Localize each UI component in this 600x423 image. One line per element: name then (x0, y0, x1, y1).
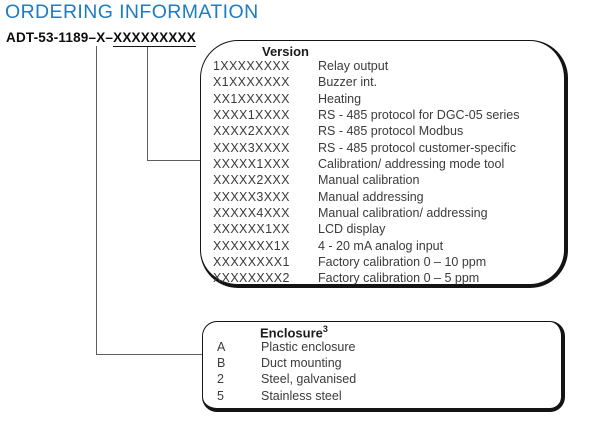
version-row: XXXXXXXX1 Factory calibration 0 – 10 ppm (213, 254, 519, 270)
enclosure-row: B Duct mounting (217, 355, 356, 371)
row-code: 2 (217, 372, 225, 387)
version-row: XXXX1XXXX RS - 485 protocol for DGC-05 se… (213, 107, 519, 123)
version-row: XXXXXXX1X 4 - 20 mA analog input (213, 238, 519, 254)
row-code: XXXXXX1XX (213, 222, 290, 237)
version-row: XX1XXXXXX Heating (213, 91, 519, 107)
row-code: A (217, 340, 226, 354)
row-label: Factory calibration 0 – 5 ppm (318, 271, 480, 286)
row-code: XXXXXXXX2 (213, 271, 290, 286)
row-label: Steel, galvanised (261, 372, 357, 387)
row-code: XXXXXXXX1 (213, 255, 290, 270)
row-code: 5 (217, 388, 225, 403)
row-label: RS - 485 protocol for DGC-05 series (318, 108, 520, 123)
connector-version-vertical (147, 47, 148, 160)
version-row: XXXXX3XXX Manual addressing (213, 189, 519, 205)
row-label: Buzzer int. (318, 75, 378, 90)
version-row: XXXXX4XXX Manual calibration/ addressing (213, 205, 519, 221)
part-number: ADT-53-1189–X–XXXXXXXXX (6, 30, 196, 47)
version-row: 1XXXXXXXX Relay output (213, 58, 519, 74)
page-title: ORDERING INFORMATION (5, 1, 259, 23)
row-label: Manual addressing (318, 189, 424, 204)
row-label: 4 - 20 mA analog input (318, 238, 444, 253)
version-row: XXXXX2XXX Manual calibration (213, 172, 519, 188)
row-label: RS - 485 protocol customer-specific (318, 140, 516, 155)
version-row: XXXX3XXXX RS - 485 protocol customer-spec… (213, 140, 519, 156)
row-label: Duct mounting (261, 356, 342, 371)
part-number-variable-digits: XXXXXXXXX (113, 30, 196, 47)
enclosure-footnote-ref: 3 (322, 324, 328, 334)
row-code: X1XXXXXXX (213, 75, 290, 90)
row-label: Manual calibration/ addressing (318, 206, 488, 221)
row-code: XXXXXXX1X (213, 238, 290, 253)
row-code: XXXXX3XXX (213, 189, 290, 204)
row-code: XXXXX1XXX (213, 157, 290, 172)
row-code: 1XXXXXXXX (213, 59, 290, 73)
enclosure-row: 5 Stainless steel (217, 388, 356, 404)
row-label: RS - 485 protocol Modbus (318, 124, 464, 139)
version-row: XXXX2XXXX RS - 485 protocol Modbus (213, 123, 519, 139)
version-row: XXXXXX1XX LCD display (213, 221, 519, 237)
row-label: Manual calibration (318, 173, 420, 188)
row-code: XXXXX4XXX (213, 206, 290, 221)
row-label: LCD display (318, 222, 386, 237)
enclosure-box-title-text: Enclosure (260, 325, 323, 341)
version-box-title: Version (262, 44, 309, 59)
row-label: Plastic enclosure (261, 340, 356, 354)
row-label: Factory calibration 0 – 10 ppm (318, 255, 487, 270)
row-label: Relay output (318, 59, 389, 73)
connector-version-horizontal (147, 160, 200, 161)
version-row: X1XXXXXXX Buzzer int. (213, 74, 519, 90)
part-number-prefix: ADT-53-1189–X– (6, 30, 114, 45)
row-code: XXXX2XXXX (213, 124, 290, 139)
connector-enclosure-vertical (96, 46, 97, 354)
connector-enclosure-horizontal (96, 354, 203, 355)
row-label: Heating (318, 91, 362, 106)
version-row: XXXXX1XXX Calibration/ addressing mode to… (213, 156, 519, 172)
version-row: XXXXXXXX2 Factory calibration 0 – 5 ppm (213, 270, 519, 286)
row-code: B (217, 356, 226, 371)
row-label: Calibration/ addressing mode tool (318, 157, 505, 172)
enclosure-box-title: Enclosure3 (260, 324, 328, 340)
row-code: XX1XXXXXX (213, 91, 290, 106)
row-code: XXXX1XXXX (213, 108, 290, 123)
row-code: XXXXX2XXX (213, 173, 290, 188)
row-label: Stainless steel (261, 388, 342, 403)
enclosure-row: A Plastic enclosure (217, 339, 356, 355)
enclosure-row: 2 Steel, galvanised (217, 371, 356, 387)
row-code: XXXX3XXXX (213, 140, 290, 155)
